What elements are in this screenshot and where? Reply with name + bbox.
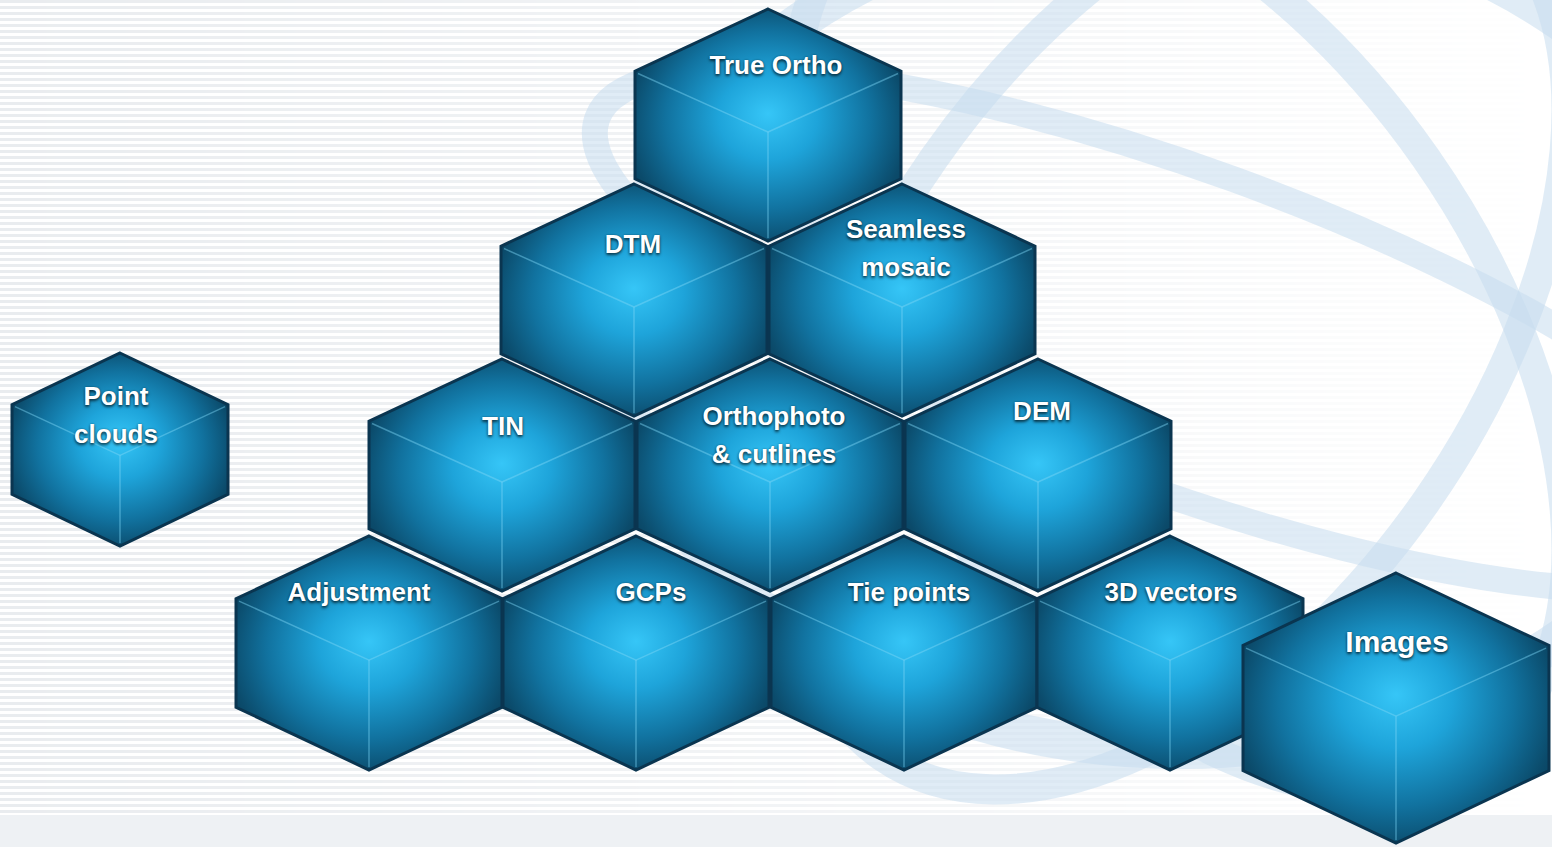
cube-edge — [501, 482, 503, 588]
cube-shape — [235, 535, 503, 771]
cube-edge — [1395, 716, 1397, 840]
cube-hexagon: GCPs — [502, 535, 770, 771]
cube-edge — [368, 660, 370, 767]
cube-edge — [1396, 648, 1546, 716]
cube-edge — [901, 307, 903, 413]
cube-shape — [770, 535, 1038, 771]
cube-hexagon: Adjustment — [235, 535, 503, 771]
cube-hexagon: Point clouds — [11, 352, 229, 547]
cube-edge — [908, 424, 1038, 483]
cube-label: Tie points — [848, 573, 970, 611]
cube-label: Seamless mosaic — [846, 210, 966, 286]
cube-edge — [768, 74, 898, 132]
cube-edge — [774, 601, 904, 660]
cube-shape — [502, 535, 770, 771]
cube-label: Orthophoto & cutlines — [703, 397, 846, 473]
cube-edge — [369, 601, 499, 660]
cube-edge — [506, 601, 636, 660]
cube-hexagon: Images — [1242, 572, 1550, 844]
cube-edge — [119, 455, 121, 543]
cube-edge — [638, 74, 768, 132]
bottom-band — [0, 815, 1552, 847]
cube-outline — [1243, 573, 1549, 843]
cube-outline — [12, 353, 228, 546]
cube-edge — [903, 660, 905, 767]
cube-edge — [1040, 601, 1170, 660]
cube-edge — [767, 132, 769, 238]
cube-label: GCPs — [616, 573, 687, 611]
cube-outline — [771, 536, 1037, 770]
cube-edge — [1169, 660, 1171, 767]
cube-label: Point clouds — [74, 377, 158, 453]
cube-hexagon: Tie points — [770, 535, 1038, 771]
cube-edge — [1038, 424, 1168, 483]
cube-outline — [236, 536, 502, 770]
cube-edge — [1037, 482, 1039, 588]
cube-label: 3D vectors — [1105, 573, 1238, 611]
cube-edge — [904, 601, 1034, 660]
cube-edge — [239, 601, 369, 660]
cube-label: True Ortho — [710, 46, 843, 84]
cube-label: TIN — [482, 407, 524, 445]
cube-label: Adjustment — [288, 573, 431, 611]
cube-edge — [1246, 648, 1396, 716]
cube-label: DTM — [605, 225, 661, 263]
cube-edge — [636, 601, 766, 660]
cube-shape — [1242, 572, 1550, 844]
cube-edge — [633, 307, 635, 413]
cube-label: Images — [1345, 621, 1448, 663]
cube-edge — [635, 660, 637, 767]
cube-outline — [503, 536, 769, 770]
cube-edge — [769, 482, 771, 588]
cube-label: DEM — [1013, 392, 1071, 430]
